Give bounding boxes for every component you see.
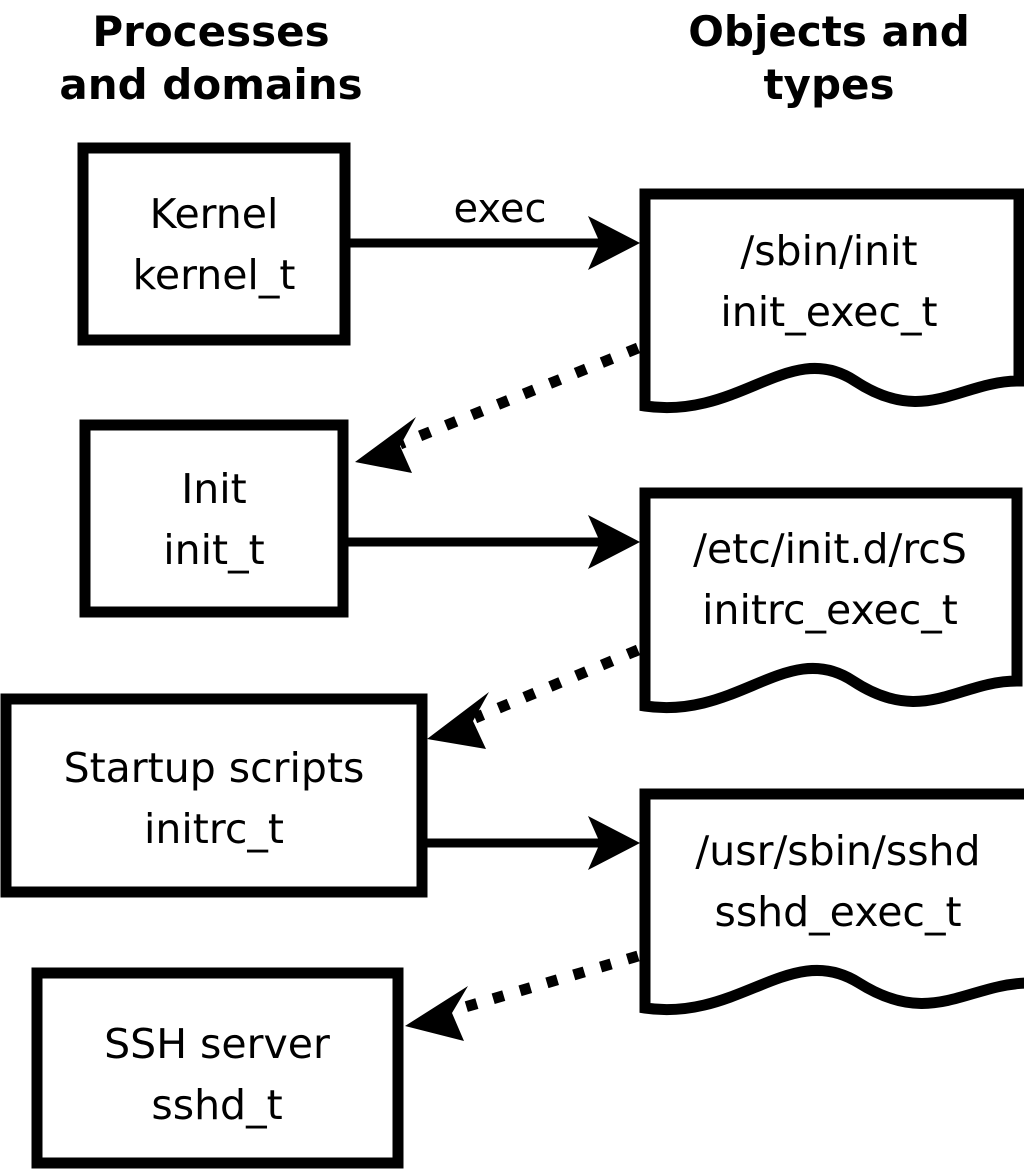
column-title-processes-line1: Processes bbox=[92, 7, 329, 56]
node-init-line1: Init bbox=[181, 465, 247, 513]
arrowhead-sshd-transition bbox=[405, 986, 468, 1041]
node-etc-initd-rcs[interactable]: /etc/init.d/rcS initrc_exec_t bbox=[639, 487, 1023, 714]
edge-initrc-exec-sshd bbox=[427, 816, 640, 870]
node-sbin-init-line2: init_exec_t bbox=[720, 288, 937, 336]
node-kernel-line1: Kernel bbox=[150, 190, 279, 238]
edge-line-sbin-init-transition bbox=[397, 342, 641, 450]
node-ssh-server-line2: sshd_t bbox=[151, 1081, 282, 1129]
node-usr-sbin-sshd-line1: /usr/sbin/sshd bbox=[695, 827, 980, 875]
column-title-objects-line1: Objects and bbox=[688, 7, 970, 56]
node-sbin-init-line1: /sbin/init bbox=[740, 227, 917, 275]
edge-line-rcs-transition bbox=[472, 644, 641, 724]
node-ssh-server-box[interactable] bbox=[31, 967, 404, 1169]
edge-kernel-exec-sbin-init: exec bbox=[350, 186, 640, 270]
edge-label-exec: exec bbox=[454, 186, 547, 232]
node-sbin-init-document[interactable] bbox=[639, 188, 1024, 414]
node-kernel[interactable]: Kernel kernel_t bbox=[77, 142, 351, 346]
edge-sshd-transition-sshd-t bbox=[405, 950, 640, 1041]
arrowhead-rcs-transition bbox=[427, 692, 489, 749]
node-usr-sbin-sshd[interactable]: /usr/sbin/sshd sshd_exec_t bbox=[639, 788, 1024, 1016]
node-sbin-init[interactable]: /sbin/init init_exec_t bbox=[639, 188, 1024, 414]
arrowhead-init-exec-rcs bbox=[588, 515, 640, 569]
node-ssh-server-line1: SSH server bbox=[104, 1020, 330, 1068]
column-title-objects: Objects and types bbox=[688, 7, 970, 109]
edge-rcs-transition-initrc bbox=[427, 644, 641, 749]
node-startup-scripts-box[interactable] bbox=[0, 693, 428, 898]
arrowhead-sbin-init-transition bbox=[355, 417, 416, 473]
node-ssh-server[interactable]: SSH server sshd_t bbox=[31, 967, 404, 1169]
node-kernel-box[interactable] bbox=[77, 142, 351, 346]
column-title-processes: Processes and domains bbox=[59, 7, 362, 109]
node-usr-sbin-sshd-line2: sshd_exec_t bbox=[714, 888, 961, 936]
node-startup-scripts-line2: initrc_t bbox=[144, 805, 284, 853]
node-init-box[interactable] bbox=[79, 419, 349, 618]
node-kernel-line2: kernel_t bbox=[133, 251, 296, 299]
node-startup-scripts-line1: Startup scripts bbox=[64, 744, 365, 792]
node-init[interactable]: Init init_t bbox=[79, 419, 349, 618]
node-etc-initd-rcs-document[interactable] bbox=[639, 487, 1023, 714]
node-startup-scripts[interactable]: Startup scripts initrc_t bbox=[0, 693, 428, 898]
column-title-processes-line2: and domains bbox=[59, 60, 362, 109]
edge-sbin-init-transition-init bbox=[355, 342, 641, 473]
node-usr-sbin-sshd-document[interactable] bbox=[639, 788, 1024, 1016]
edge-line-sshd-transition bbox=[453, 950, 640, 1016]
arrowhead-initrc-exec-sshd bbox=[588, 816, 640, 870]
edge-init-exec-rcs bbox=[348, 515, 640, 569]
node-etc-initd-rcs-line1: /etc/init.d/rcS bbox=[693, 525, 967, 573]
node-etc-initd-rcs-line2: initrc_exec_t bbox=[702, 586, 958, 634]
node-init-line2: init_t bbox=[163, 526, 264, 574]
arrowhead-kernel-exec bbox=[588, 216, 640, 270]
column-title-objects-line2: types bbox=[763, 60, 894, 109]
